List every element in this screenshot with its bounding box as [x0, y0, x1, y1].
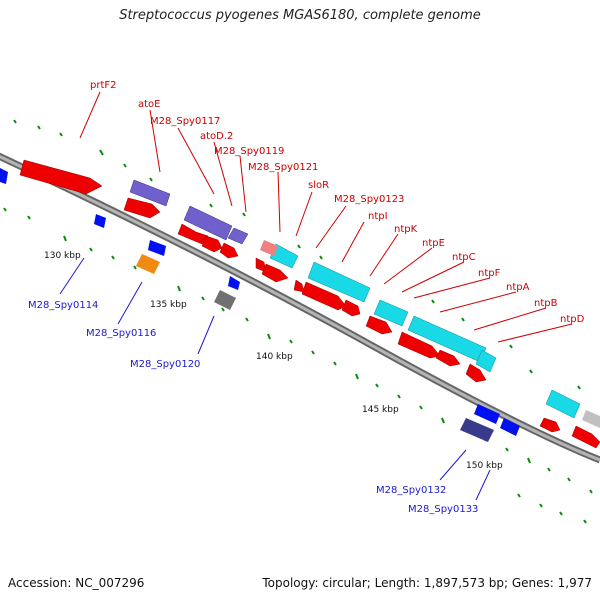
gene-atoE — [123, 197, 161, 219]
forward-genes — [19, 159, 600, 449]
feature-blue-1 — [0, 168, 8, 184]
feature-blue-3 — [148, 240, 166, 256]
outer-tick-ring — [13, 119, 581, 390]
feature-blue-6 — [500, 418, 520, 436]
gene-ntpE — [365, 315, 393, 335]
gene-ntpC — [397, 331, 441, 359]
label-m28-spy0123: M28_Spy0123 — [334, 194, 404, 205]
scale-label-140: 140 kbp — [256, 352, 293, 362]
label-ntpI: ntpI — [368, 211, 388, 222]
gene-ntpK — [341, 299, 361, 317]
feature-blue-5 — [474, 404, 500, 424]
misc-features — [0, 168, 600, 442]
feature-orange — [136, 254, 160, 274]
gene-prtF2 — [19, 159, 103, 195]
feature-cyan-2 — [307, 261, 371, 303]
label-m28-spy0121: M28_Spy0121 — [248, 162, 318, 173]
feature-gray — [214, 290, 236, 310]
gene-ntpD — [571, 425, 600, 449]
topology-text: Topology: circular; Length: 1,897,573 bp… — [262, 576, 592, 590]
label-prtF2: prtF2 — [90, 80, 117, 91]
label-ntpD: ntpD — [560, 314, 585, 325]
gene-ntpF — [435, 349, 461, 367]
gene-m28-spy0123 — [293, 279, 305, 293]
top-leader-lines — [79, 91, 573, 343]
feature-purple-2 — [183, 205, 233, 241]
feature-cyan-6 — [545, 389, 581, 419]
label-atoE: atoE — [138, 99, 161, 110]
genome-backbone — [0, 152, 600, 464]
label-m28-spy0117: M28_Spy0117 — [150, 116, 220, 127]
label-m28-spy0119: M28_Spy0119 — [214, 146, 284, 157]
feature-blue-2 — [94, 214, 106, 228]
cyan-features — [269, 243, 581, 419]
feature-navy — [460, 418, 494, 442]
feature-blue-4 — [228, 276, 240, 290]
feature-cyan-3 — [373, 299, 409, 327]
feature-purple-3 — [227, 227, 249, 245]
label-ntpC: ntpC — [452, 252, 476, 263]
scale-label-145: 145 kbp — [362, 405, 399, 415]
feature-cyan-5 — [475, 349, 497, 373]
bottom-leader-lines — [59, 257, 491, 501]
label-m28-spy0133: M28_Spy0133 — [408, 504, 478, 515]
accession-text: Accession: NC_007296 — [8, 576, 145, 590]
scale-labels: 130 kbp 135 kbp 140 kbp 145 kbp 150 kbp — [44, 251, 503, 471]
scale-label-135: 135 kbp — [150, 300, 187, 310]
bottom-labels: M28_Spy0114 M28_Spy0116 M28_Spy0120 M28_… — [28, 300, 478, 515]
gene-ntpA — [465, 363, 487, 383]
label-ntpE: ntpE — [422, 238, 445, 249]
map-title: Streptococcus pyogenes MGAS6180, complet… — [119, 8, 481, 23]
label-ntpB: ntpB — [534, 298, 558, 309]
label-ntpK: ntpK — [394, 224, 418, 235]
feature-pink — [260, 240, 278, 256]
gene-ntpI — [301, 281, 347, 311]
top-labels: prtF2 atoE M28_Spy0117 atoD.2 M28_Spy011… — [90, 80, 585, 325]
scale-label-130: 130 kbp — [44, 251, 81, 261]
label-ntpA: ntpA — [506, 282, 530, 293]
gene-m28-spy0119 — [219, 242, 239, 259]
label-m28-spy0120: M28_Spy0120 — [130, 359, 200, 370]
label-atoD2: atoD.2 — [200, 131, 233, 142]
label-m28-spy0114: M28_Spy0114 — [28, 300, 98, 311]
label-m28-spy0116: M28_Spy0116 — [86, 328, 156, 339]
feature-purple-1 — [129, 179, 171, 207]
gene-slor — [261, 263, 289, 283]
scale-label-150: 150 kbp — [466, 461, 503, 471]
inner-tick-ring — [3, 207, 593, 524]
feature-gray-2 — [582, 410, 600, 428]
label-m28-spy0132: M28_Spy0132 — [376, 485, 446, 496]
purple-features — [129, 179, 249, 245]
label-ntpF: ntpF — [478, 268, 501, 279]
gene-ntpB — [539, 417, 561, 433]
label-slor: sloR — [308, 180, 329, 191]
gene-atoD2 — [201, 235, 223, 253]
